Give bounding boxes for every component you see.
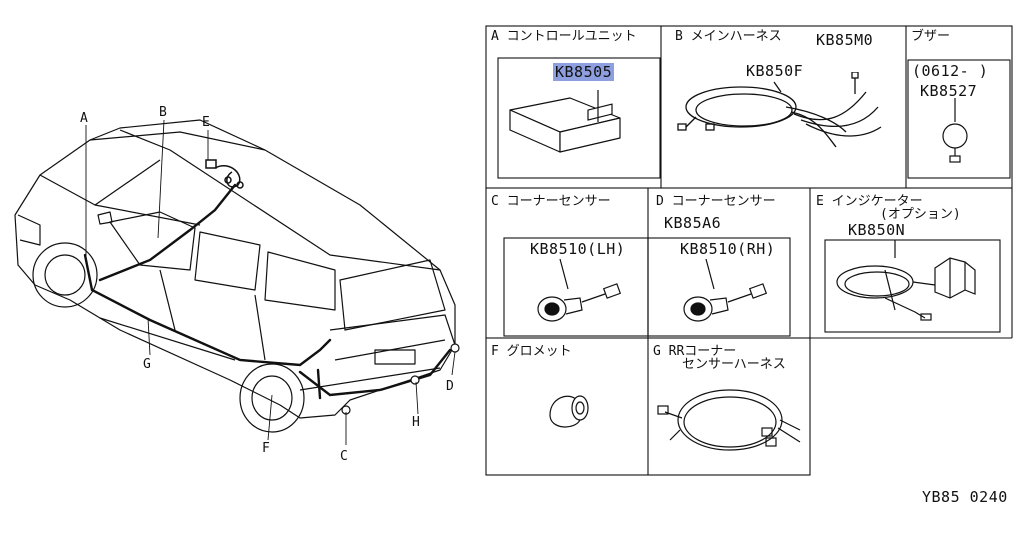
panel-d-part: KB8510(RH) — [680, 240, 776, 258]
parts-table-grid — [485, 25, 1013, 476]
panel-buzzer-title: ブザー — [911, 29, 951, 44]
panel-a-title: A コントロールユニット — [491, 29, 637, 44]
callout-h: H — [412, 415, 420, 430]
right-corner-sensor-drawing — [683, 258, 768, 322]
panel-g-title: G RRコーナー — [653, 344, 737, 359]
panel-b-title: B メインハーネス — [675, 29, 782, 44]
part-number-highlight: KB8505 — [553, 63, 615, 81]
panel-buzzer-part: KB8527 — [920, 82, 978, 100]
callout-d: D — [446, 379, 454, 394]
panel-e-part: KB850N — [848, 221, 906, 239]
panel-b-part-top: KB85M0 — [816, 31, 874, 49]
control-unit-drawing — [509, 90, 621, 153]
callout-e: E — [202, 115, 210, 130]
panel-a-part-number: KB8505 — [553, 63, 615, 81]
panel-f-title: F グロメット — [491, 344, 572, 359]
grommet-drawing — [549, 395, 589, 428]
buzzer-drawing — [942, 98, 968, 163]
callout-b: B — [159, 105, 167, 120]
panel-b-part-main: KB850F — [746, 62, 804, 80]
panel-g-title-sub: センサーハーネス — [682, 357, 786, 372]
main-harness-drawing — [677, 72, 882, 148]
figure-id: YB85 0240 — [922, 488, 1008, 506]
callout-f: F — [262, 441, 270, 456]
rr-corner-sensor-harness-drawing — [657, 389, 801, 451]
car-illustration — [14, 119, 460, 445]
callout-g: G — [143, 357, 151, 372]
callout-a: A — [80, 111, 88, 126]
panel-c-title: C コーナーセンサー — [491, 194, 611, 209]
panel-c-part: KB8510(LH) — [530, 240, 626, 258]
panel-e-title-option: (オプション) — [880, 207, 961, 222]
callout-c: C — [340, 449, 348, 464]
panel-e-title: E インジケーター — [816, 194, 923, 209]
panel-d-part-group: KB85A6 — [664, 214, 722, 232]
left-corner-sensor-drawing — [537, 258, 622, 322]
panel-d-title: D コーナーセンサー — [656, 194, 776, 209]
panel-buzzer-date: (0612- ) — [912, 62, 989, 80]
parts-diagram: A B E G F C H D A — [14, 25, 1013, 506]
indicator-drawing — [836, 240, 976, 321]
